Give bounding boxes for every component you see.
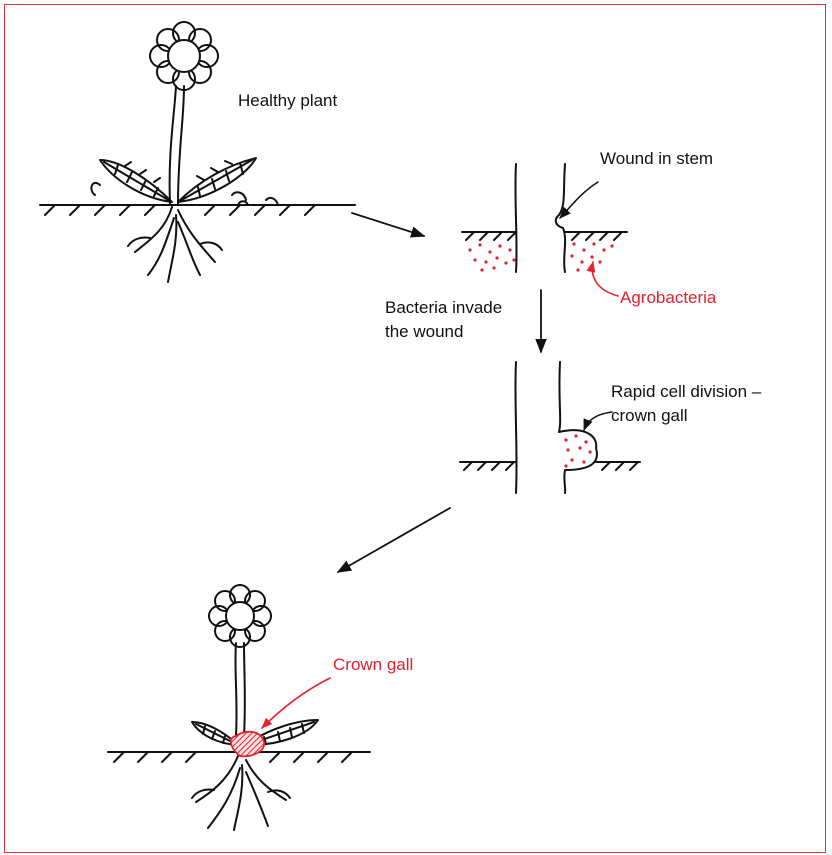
wound-pointer (560, 182, 598, 218)
roots-2 (192, 756, 290, 830)
crown-gall-pointer (262, 678, 330, 728)
gall-bacteria-dots (564, 434, 591, 467)
bacteria-dots-left (468, 243, 515, 271)
rapid-cell-division-label-line2: crown gall (611, 406, 688, 426)
flower-head-1 (150, 22, 218, 90)
roots-1 (128, 207, 222, 282)
wound-stem-drawing (462, 164, 627, 272)
bacteria-invade-label-line1: Bacteria invade (385, 298, 502, 318)
wound-in-stem-label: Wound in stem (600, 149, 713, 169)
bacteria-invade-label-line2: the wound (385, 322, 463, 342)
crown-gall-label: Crown gall (333, 655, 413, 675)
crown-gall-swelling (231, 732, 264, 757)
flower-head-2 (209, 585, 271, 647)
healthy-plant-label: Healthy plant (238, 91, 337, 111)
agrobacteria-label: Agrobacteria (620, 288, 716, 308)
arrow-to-infected-plant (338, 508, 450, 572)
gall-pointer (584, 412, 612, 430)
arrow-to-wound (352, 213, 424, 236)
rapid-cell-division-label-line1: Rapid cell division – (611, 382, 761, 402)
infected-plant-drawing (108, 585, 370, 830)
healthy-plant-drawing (40, 22, 355, 282)
left-leaf-1 (100, 160, 172, 202)
agrobacteria-pointer (592, 262, 618, 296)
